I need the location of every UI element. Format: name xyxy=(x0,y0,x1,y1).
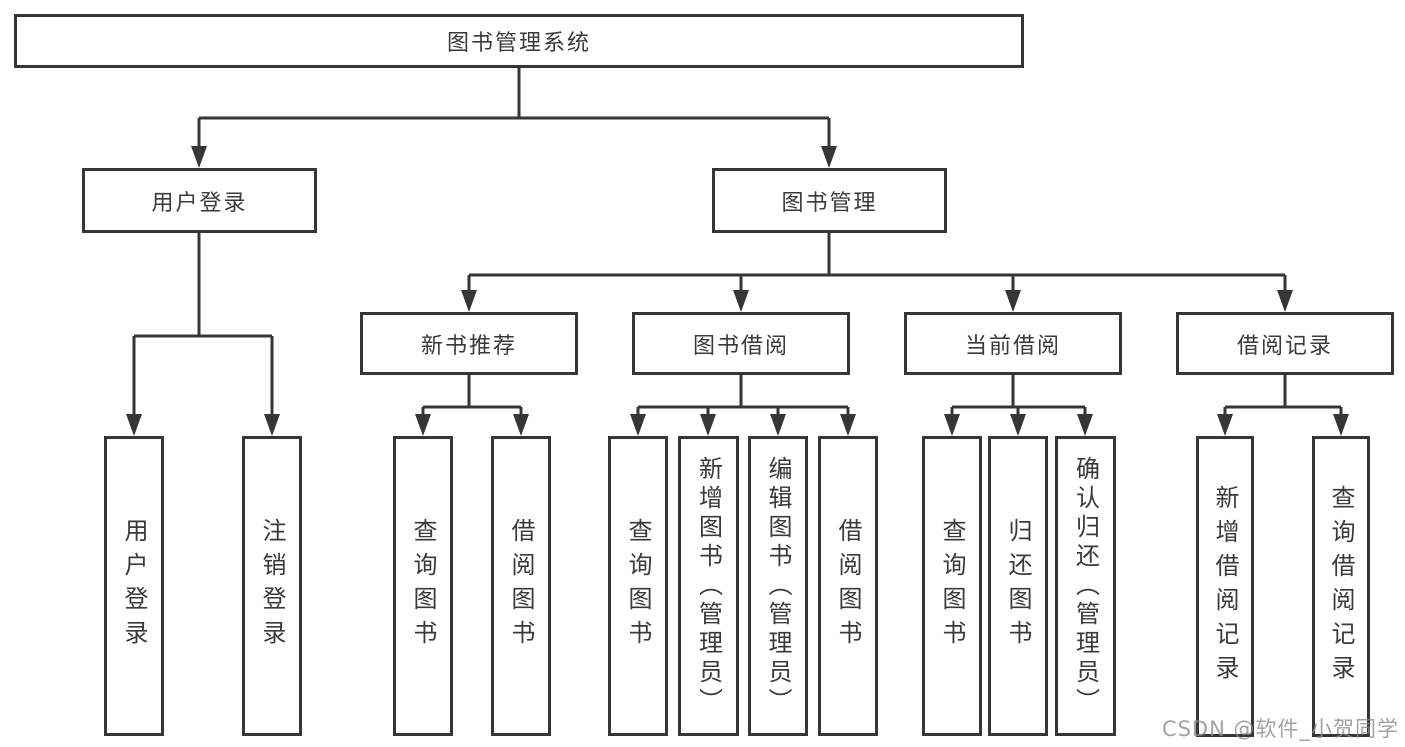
leaf-query-borrow-record: 查询借阅记录 xyxy=(1312,436,1370,737)
node-label: 用户登录 xyxy=(120,518,148,654)
connector-paths xyxy=(132,68,1343,418)
node-user-login: 用户登录 xyxy=(82,168,317,233)
node-label: 编辑图书（管理员） xyxy=(764,455,792,717)
csdn-watermark: CSDN @软件_小贺同学 xyxy=(1161,717,1399,741)
node-label: 确认归还（管理员） xyxy=(1071,455,1100,717)
node-label: 查询借阅记录 xyxy=(1327,484,1355,689)
leaf-confirm-return-admin: 确认归还（管理员） xyxy=(1055,436,1116,736)
node-label: 借阅记录 xyxy=(1236,333,1333,359)
leaf-query-books-recommend: 查询图书 xyxy=(393,436,453,736)
node-label: 新增借阅记录 xyxy=(1211,484,1239,689)
leaf-query-books-current: 查询图书 xyxy=(922,436,982,736)
leaf-add-book-admin: 新增图书（管理员） xyxy=(678,436,739,736)
leaf-borrow-books-recommend: 借阅图书 xyxy=(491,436,551,736)
node-label: 图书管理 xyxy=(781,190,878,216)
node-label: 当前借阅 xyxy=(964,333,1061,359)
node-label: 图书借阅 xyxy=(692,333,789,359)
node-borrow-record: 借阅记录 xyxy=(1176,312,1394,375)
node-current-borrow: 当前借阅 xyxy=(904,312,1122,375)
node-label: 查询图书 xyxy=(938,518,966,654)
node-label: 借阅图书 xyxy=(834,518,862,654)
node-new-book-recommend: 新书推荐 xyxy=(360,312,578,375)
node-label: 用户登录 xyxy=(151,190,248,216)
node-label: 借阅图书 xyxy=(507,518,535,654)
leaf-return-book: 归还图书 xyxy=(988,436,1048,736)
leaf-query-books-borrow: 查询图书 xyxy=(608,436,668,736)
node-library-management-system: 图书管理系统 xyxy=(14,14,1024,68)
leaf-logout: 注销登录 xyxy=(242,436,302,736)
node-label: 归还图书 xyxy=(1004,518,1032,654)
node-label: 图书管理系统 xyxy=(446,31,591,56)
node-label: 注销登录 xyxy=(258,518,286,654)
arrow-heads xyxy=(126,146,1349,436)
node-book-management: 图书管理 xyxy=(712,168,947,233)
node-book-borrow: 图书借阅 xyxy=(632,312,850,375)
leaf-edit-book-admin: 编辑图书（管理员） xyxy=(748,436,808,736)
leaf-user-login: 用户登录 xyxy=(104,436,164,736)
node-label: 新增图书（管理员） xyxy=(694,455,723,717)
leaf-borrow-books: 借阅图书 xyxy=(818,436,878,736)
node-label: 新书推荐 xyxy=(420,333,517,359)
leaf-add-borrow-record: 新增借阅记录 xyxy=(1196,436,1254,737)
node-label: 查询图书 xyxy=(624,518,652,654)
node-label: 查询图书 xyxy=(409,518,437,654)
